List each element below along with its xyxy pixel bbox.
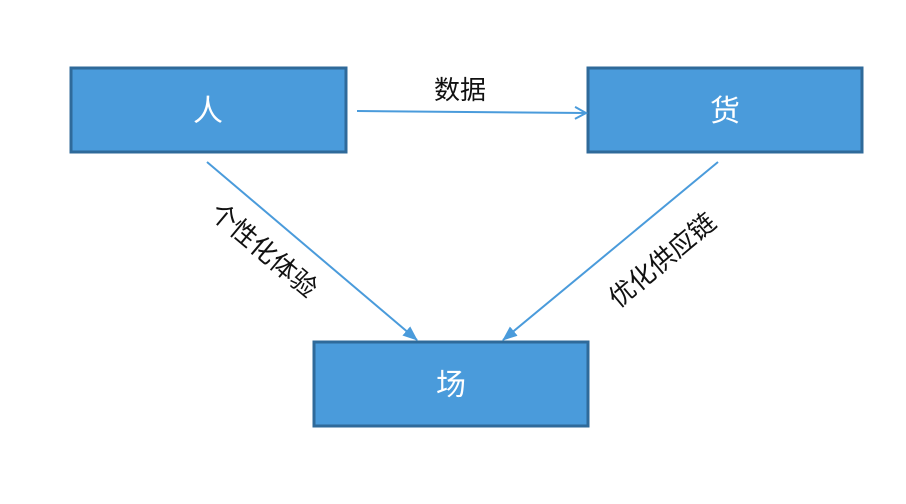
arrow-person-place	[206, 161, 418, 341]
node-goods: 货	[586, 66, 864, 154]
edge-label-optimize-supply-chain: 优化供应链	[603, 208, 722, 315]
node-goods-label: 货	[710, 94, 740, 129]
arrow-person-goods	[356, 111, 586, 113]
node-person: 人	[69, 66, 348, 154]
arrow-goods-place	[502, 161, 719, 341]
node-person-label: 人	[193, 94, 223, 129]
node-place-label: 场	[436, 368, 466, 403]
edge-label-personalized-experience: 个性化体验	[204, 198, 323, 305]
edge-label-data: 数据	[434, 76, 486, 106]
node-place: 场	[312, 340, 590, 428]
